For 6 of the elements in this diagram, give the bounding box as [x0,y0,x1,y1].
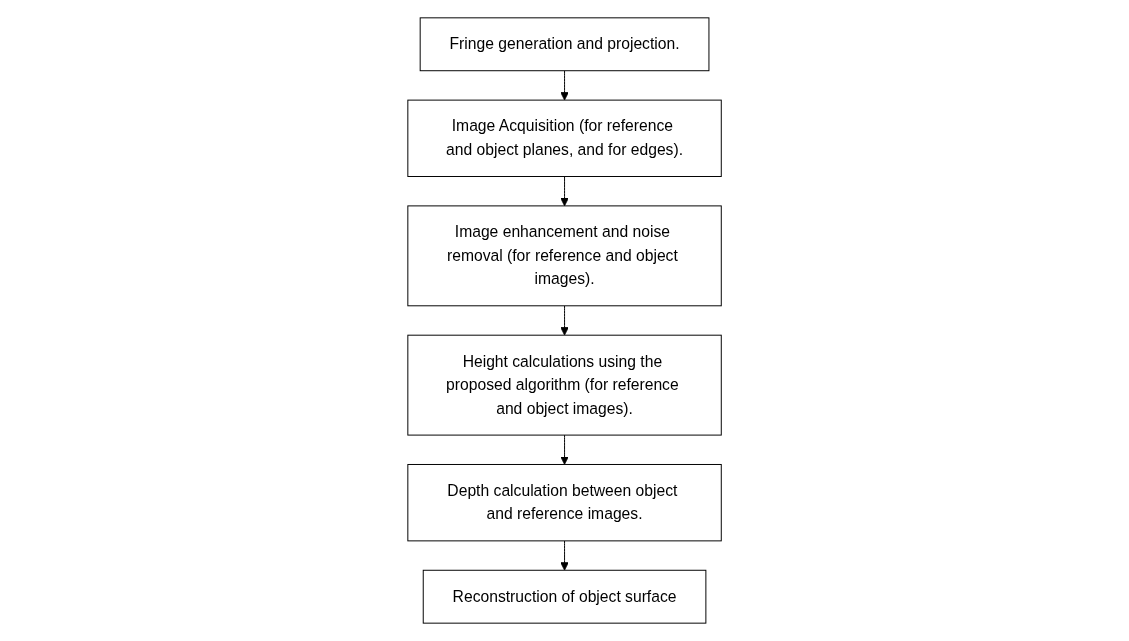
node-box: Height calculations using the proposed algorithm (for reference and object images). [407,334,722,436]
node-box: Fringe generation and projection. [419,17,710,72]
node-box: Image Acquisition (for reference and object planes, and for edges). [407,99,722,177]
node-box: Reconstruction of object surface [422,569,707,624]
node-box: Image enhancement and noise removal (for reference and object images). [407,205,722,307]
node-box: Depth calculation between object and reference images. [407,464,722,542]
